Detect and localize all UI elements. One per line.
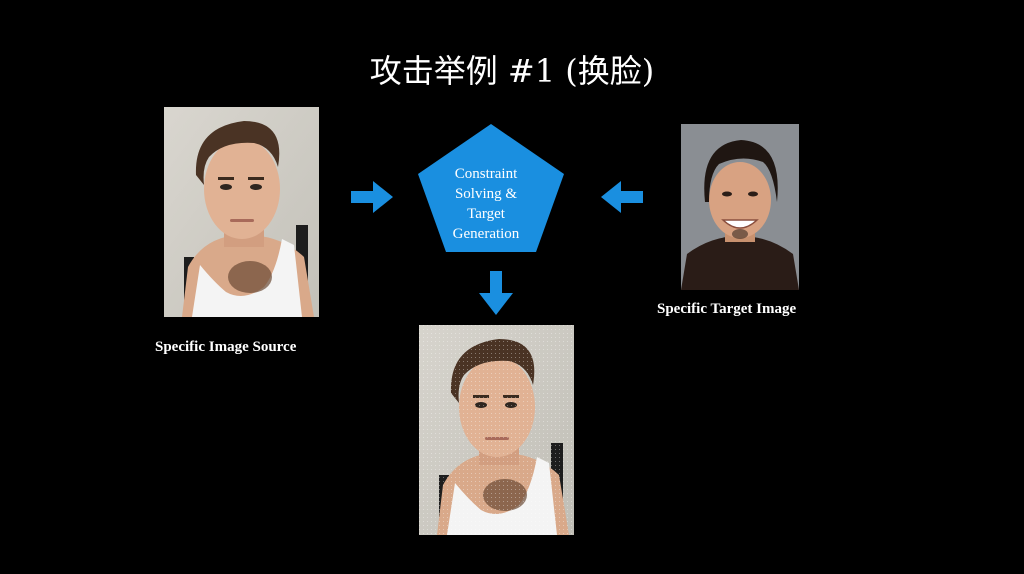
process-line: Generation: [418, 224, 554, 244]
process-line: Solving &: [418, 184, 554, 204]
arrow-left-icon: [601, 181, 643, 213]
target-caption: Specific Target Image: [657, 301, 796, 318]
source-image: [164, 107, 319, 317]
constraint-solving-label: Constraint Solving & Target Generation: [418, 164, 554, 244]
arrow-right-icon: [351, 181, 393, 213]
generated-image: [419, 325, 574, 535]
process-line: Constraint: [418, 164, 554, 184]
target-image: [681, 124, 799, 290]
process-line: Target: [418, 204, 554, 224]
slide-title: 攻击举例 #1 (换脸): [0, 46, 1024, 92]
arrow-down-icon: [479, 271, 513, 315]
source-caption: Specific Image Source: [155, 339, 296, 356]
